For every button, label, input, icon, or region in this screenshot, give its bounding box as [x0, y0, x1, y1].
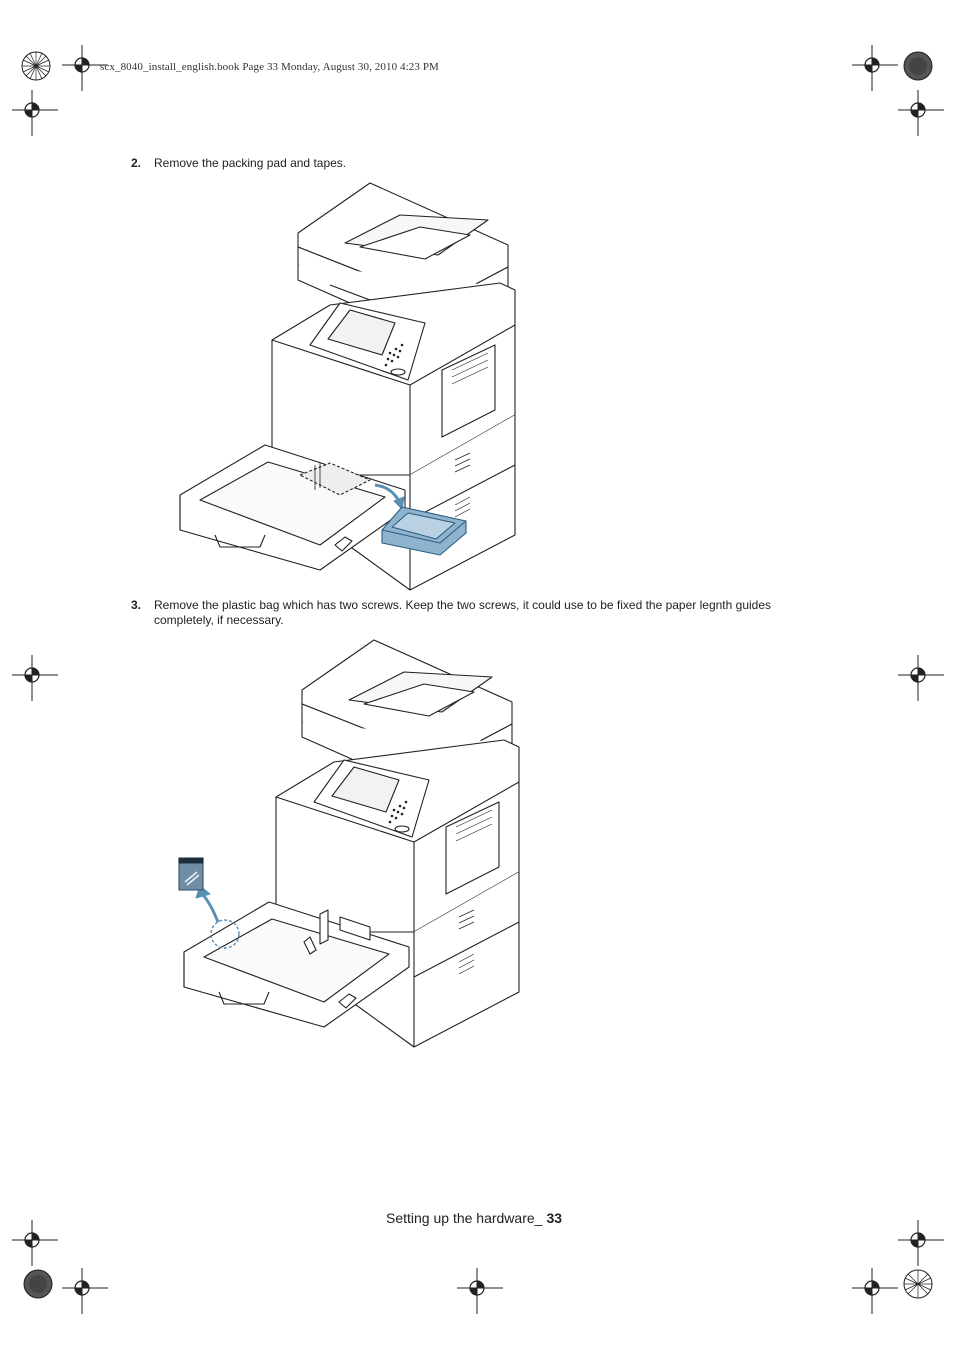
step-text: Remove the packing pad and tapes.: [154, 156, 347, 170]
footer-section-title: Setting up the hardware_: [386, 1210, 543, 1226]
book-header: scx_8040_install_english.book Page 33 Mo…: [100, 61, 439, 73]
printer-illustration-screw-bag: [170, 632, 530, 1052]
crosshair-mark-bottom-left: [62, 1268, 108, 1314]
crosshair-mark-right-upper: [898, 90, 944, 136]
registration-mark-top-left: [20, 50, 52, 82]
crosshair-mark-left-lower: [12, 1220, 58, 1266]
crosshair-mark-top-right: [852, 45, 898, 91]
registration-mark-bottom-left: [22, 1268, 54, 1300]
registration-mark-top-right: [902, 50, 934, 82]
crosshair-mark-bottom-right: [852, 1268, 898, 1314]
crosshair-mark-bottom-center: [457, 1268, 503, 1314]
crosshair-mark-top-left: [62, 45, 108, 91]
crosshair-mark-right-middle: [898, 655, 944, 701]
step-number: 3.: [131, 598, 142, 612]
step-text: Remove the plastic bag which has two scr…: [154, 598, 772, 627]
crosshair-mark-left-upper: [12, 90, 58, 136]
printer-illustration-packing-pad: [170, 175, 530, 595]
crosshair-mark-left-middle: [12, 655, 58, 701]
step-number: 2.: [131, 156, 142, 170]
page-footer: Setting up the hardware_33: [386, 1210, 562, 1226]
crosshair-mark-right-lower: [898, 1220, 944, 1266]
registration-mark-bottom-right: [902, 1268, 934, 1300]
page-number: 33: [546, 1210, 563, 1226]
